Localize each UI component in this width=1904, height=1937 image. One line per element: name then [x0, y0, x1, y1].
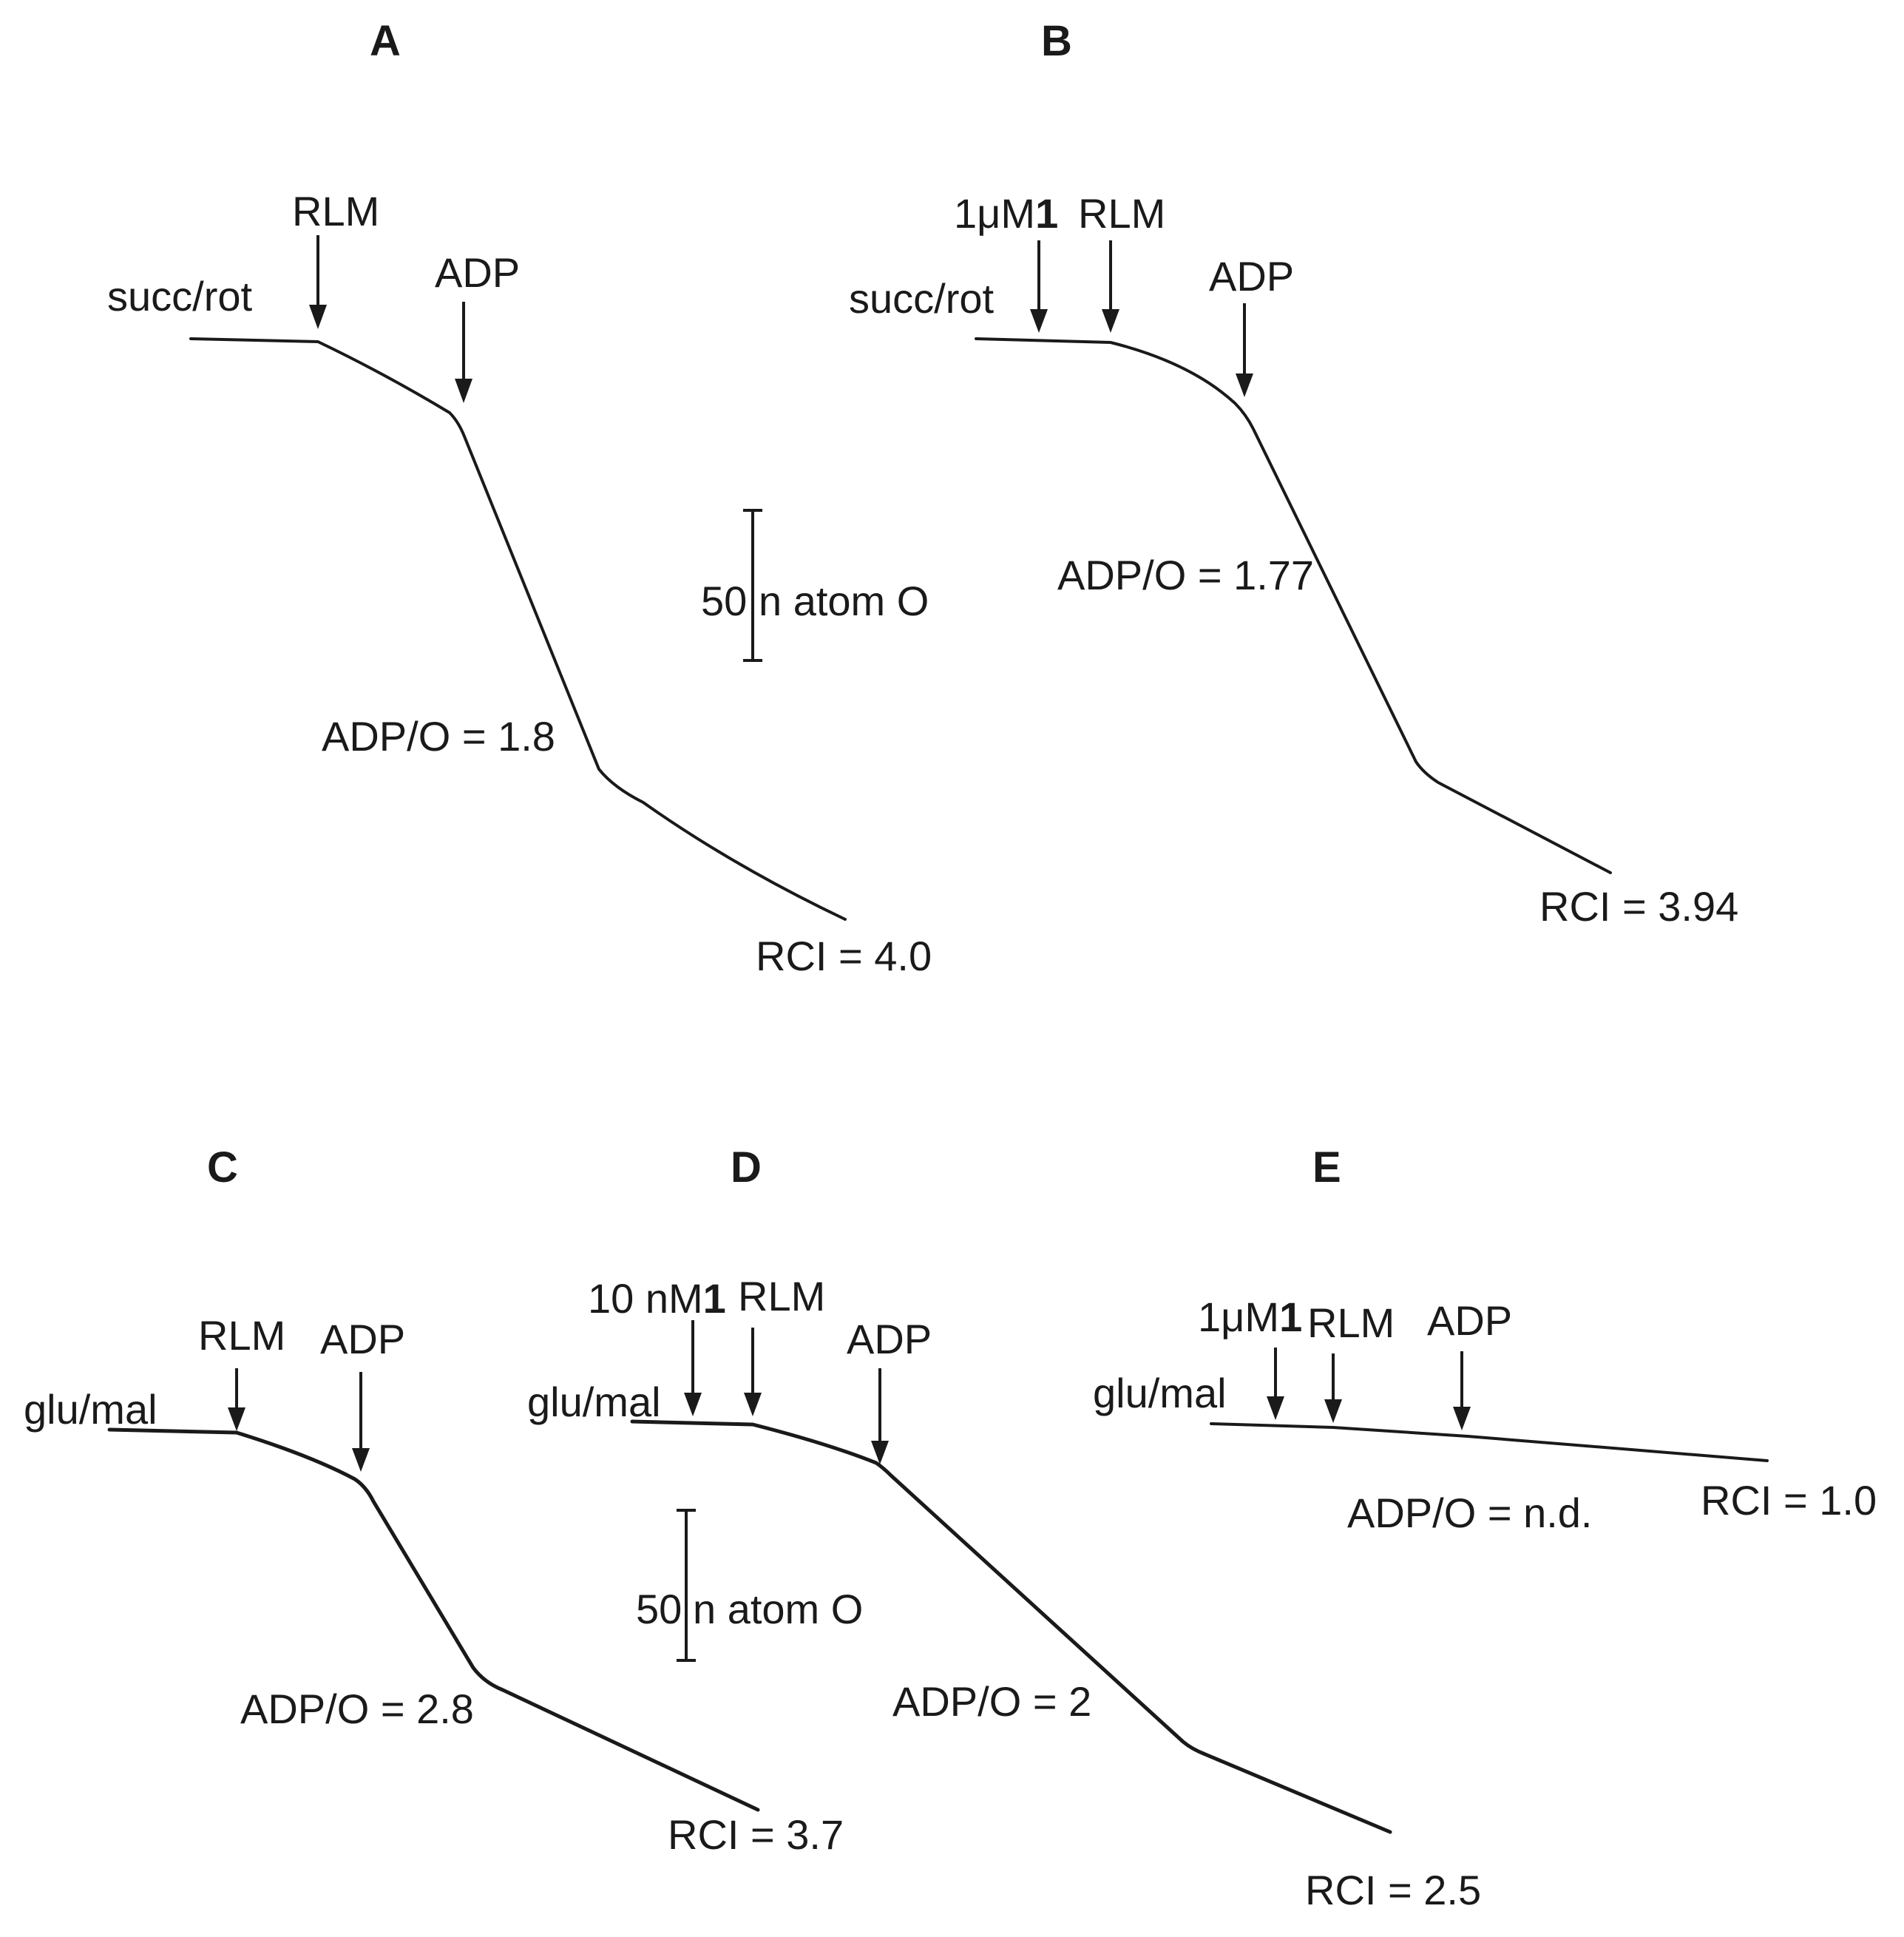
substrate-label-c: glu/mal — [24, 1386, 157, 1433]
dose-text: 10 nM — [588, 1275, 703, 1322]
arrow-down-icon — [228, 1407, 245, 1431]
arrow-label-rlm-c: RLM — [198, 1312, 285, 1359]
rci-label-e: RCI = 1.0 — [1701, 1477, 1877, 1524]
arrow-label-rlm-a: RLM — [292, 188, 379, 234]
arrow-adp-b: ADP — [1209, 253, 1294, 397]
substrate-label-d: glu/mal — [527, 1379, 661, 1425]
scale-bar-unit: n atom O — [759, 578, 929, 624]
arrow-label-adp-c: ADP — [320, 1316, 405, 1362]
arrow-label-compound-b: 1μM1 — [954, 190, 1058, 237]
arrow-rlm-e: RLM — [1307, 1299, 1395, 1423]
compound-number: 1 — [1279, 1294, 1302, 1340]
scale-bar-top: 50 n atom O — [701, 509, 929, 662]
arrow-down-icon — [1267, 1396, 1284, 1420]
panel-b: B succ/rot 1μM1 RLM ADP ADP/O = 1.77 RCI… — [849, 17, 1738, 930]
panel-label-a: A — [370, 17, 401, 65]
arrow-down-icon — [352, 1448, 370, 1472]
compound-number: 1 — [1035, 190, 1058, 237]
scale-bar-value: 50 — [636, 1586, 682, 1632]
arrow-label-adp-d: ADP — [847, 1316, 932, 1362]
arrow-down-icon — [309, 305, 327, 329]
panel-d: D glu/mal 10 nM1 RLM ADP ADP/O = 2 RCI =… — [527, 1143, 1481, 1913]
arrow-down-icon — [684, 1393, 702, 1416]
arrow-adp-d: ADP — [847, 1316, 932, 1464]
adp-o-label-a: ADP/O = 1.8 — [322, 713, 555, 760]
adp-o-label-b: ADP/O = 1.77 — [1057, 552, 1314, 598]
arrow-label-compound-d: 10 nM1 — [588, 1275, 726, 1322]
rci-label-d: RCI = 2.5 — [1305, 1867, 1481, 1913]
arrow-rlm-b: RLM — [1078, 190, 1165, 333]
rci-label-c: RCI = 3.7 — [668, 1811, 844, 1858]
arrow-compound-e: 1μM1 — [1198, 1294, 1302, 1420]
arrow-down-icon — [1102, 309, 1119, 333]
arrow-label-rlm-d: RLM — [738, 1273, 825, 1319]
scale-bar-value: 50 — [701, 578, 747, 624]
oxygen-trace-c — [107, 1427, 760, 1812]
adp-o-label-d: ADP/O = 2 — [892, 1678, 1091, 1725]
arrow-label-compound-e: 1μM1 — [1198, 1294, 1302, 1340]
arrow-label-adp-a: ADP — [435, 249, 520, 296]
panel-label-d: D — [731, 1143, 762, 1191]
dose-text: 1μM — [954, 190, 1035, 237]
substrate-label-e: glu/mal — [1093, 1370, 1227, 1416]
oxygen-trace-e — [1210, 1422, 1769, 1462]
arrow-label-adp-e: ADP — [1427, 1297, 1512, 1344]
arrow-label-rlm-e: RLM — [1307, 1299, 1395, 1346]
panel-a: A succ/rot RLM ADP ADP/O = 1.8 RCI = 4.0… — [107, 17, 932, 979]
arrow-down-icon — [1324, 1399, 1342, 1423]
panel-label-b: B — [1041, 17, 1072, 65]
arrow-down-icon — [1030, 309, 1048, 333]
oxygen-trace-a — [189, 337, 847, 921]
arrow-compound-b: 1μM1 — [954, 190, 1058, 333]
panel-e: E glu/mal 1μM1 RLM ADP ADP/O = n.d. RCI … — [1093, 1143, 1877, 1536]
arrow-adp-e: ADP — [1427, 1297, 1512, 1430]
arrow-down-icon — [1453, 1407, 1471, 1430]
arrow-down-icon — [1236, 373, 1253, 397]
arrow-down-icon — [744, 1393, 762, 1416]
panel-c: C glu/mal RLM ADP ADP/O = 2.8 RCI = 3.7 — [24, 1143, 844, 1858]
arrow-adp-a: ADP — [435, 249, 520, 403]
compound-number: 1 — [703, 1275, 726, 1322]
substrate-label-a: succ/rot — [107, 273, 252, 320]
rci-label-a: RCI = 4.0 — [756, 933, 932, 979]
arrow-rlm-d: RLM — [738, 1273, 825, 1416]
arrow-down-icon — [871, 1441, 889, 1464]
dose-text: 1μM — [1198, 1294, 1279, 1340]
panel-label-c: C — [207, 1143, 238, 1191]
oxygen-trace-d — [630, 1419, 1392, 1834]
arrow-rlm-a: RLM — [292, 188, 379, 329]
arrow-label-adp-b: ADP — [1209, 253, 1294, 300]
arrow-compound-d: 10 nM1 — [588, 1275, 726, 1416]
rci-label-b: RCI = 3.94 — [1539, 883, 1738, 930]
oxygen-trace-b — [975, 337, 1612, 874]
arrow-rlm-c: RLM — [198, 1312, 285, 1431]
arrow-down-icon — [455, 379, 472, 403]
arrow-adp-c: ADP — [320, 1316, 405, 1472]
panel-label-e: E — [1312, 1143, 1341, 1191]
adp-o-label-c: ADP/O = 2.8 — [240, 1686, 474, 1732]
arrow-label-rlm-b: RLM — [1078, 190, 1165, 237]
scale-bar-unit: n atom O — [693, 1586, 863, 1632]
adp-o-label-e: ADP/O = n.d. — [1347, 1490, 1593, 1536]
scale-bar-bottom: 50 n atom O — [636, 1509, 863, 1662]
substrate-label-b: succ/rot — [849, 275, 994, 322]
